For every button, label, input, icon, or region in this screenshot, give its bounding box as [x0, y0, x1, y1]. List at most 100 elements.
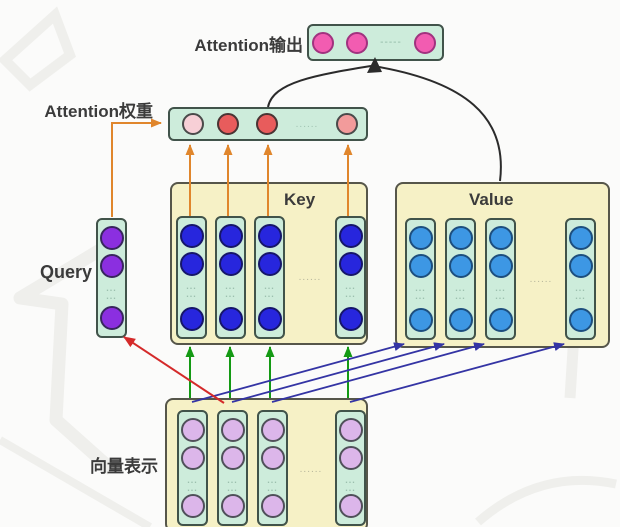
key-node — [338, 307, 363, 331]
vector-box: ...... ...... ...... ...... ...... — [165, 398, 368, 527]
vectors-node — [338, 494, 363, 518]
ellipsis-vertical: ... — [187, 483, 198, 493]
value-node — [488, 254, 513, 278]
value-label: Value — [469, 190, 514, 209]
attention-output-label: Attention输出 — [194, 36, 303, 55]
key-node — [338, 224, 363, 248]
ellipsis-vertical: ... — [225, 281, 236, 291]
ellipsis-vertical: ... — [186, 281, 197, 291]
ellipsis-vertical: ... — [227, 475, 238, 485]
value-node — [488, 308, 513, 332]
vectors-node — [260, 418, 285, 442]
ellipsis-vertical: ... — [225, 289, 236, 299]
query-column: ...... — [96, 218, 127, 338]
query-label: Query — [39, 262, 92, 282]
weight-node — [182, 113, 204, 135]
value-node — [568, 226, 593, 250]
key-node — [257, 252, 282, 276]
ellipsis-vertical: ... — [106, 291, 117, 301]
query-node — [99, 226, 124, 250]
vector-column: ...... — [177, 410, 208, 526]
vectors-node — [220, 446, 245, 470]
ellipsis-vertical: ... — [345, 281, 356, 291]
value-node — [488, 226, 513, 250]
output-node — [346, 31, 368, 54]
value-node — [568, 308, 593, 332]
vectors-node — [260, 494, 285, 518]
attention-weights-box: ...... — [168, 107, 368, 141]
key-node — [338, 252, 363, 276]
key-node — [218, 307, 243, 331]
vectors-node — [338, 418, 363, 442]
ellipsis-vertical: ... — [267, 483, 278, 493]
ellipsis: ...... — [295, 118, 319, 130]
value-node — [448, 308, 473, 332]
ellipsis: ----- — [380, 37, 402, 48]
ellipsis-vertical: ... — [345, 289, 356, 299]
value-node — [408, 308, 433, 332]
ellipsis-vertical: ... — [186, 289, 197, 299]
key-node — [218, 224, 243, 248]
key-node — [257, 224, 282, 248]
query-node — [99, 254, 124, 278]
ellipsis-vertical: ... — [495, 283, 506, 293]
key-label: Key — [284, 190, 316, 209]
vector-representation-label: 向量表示 — [90, 457, 158, 476]
value-node — [408, 226, 433, 250]
ellipsis-vertical: ... — [264, 289, 275, 299]
key-node — [179, 252, 204, 276]
vectors-node — [180, 418, 205, 442]
vectors-node — [220, 494, 245, 518]
value-column: ...... — [485, 218, 516, 340]
ellipsis-vertical: ... — [415, 283, 426, 293]
ellipsis: ...... — [529, 274, 553, 285]
ellipsis: ...... — [299, 464, 323, 475]
ellipsis-vertical: ... — [267, 475, 278, 485]
ellipsis-vertical: ... — [415, 291, 426, 301]
vectors-node — [220, 418, 245, 442]
key-column: ...... — [215, 216, 246, 339]
weight-node — [336, 113, 358, 135]
value-node — [568, 254, 593, 278]
ellipsis: ...... — [298, 272, 322, 283]
key-node — [257, 307, 282, 331]
key-node — [218, 252, 243, 276]
vectors-node — [180, 446, 205, 470]
ellipsis-vertical: ... — [495, 291, 506, 301]
vectors-node — [260, 446, 285, 470]
vector-column: ...... — [335, 410, 366, 526]
value-node — [408, 254, 433, 278]
output-node — [414, 31, 436, 54]
value-column: ...... — [565, 218, 596, 340]
ellipsis-vertical: ... — [345, 475, 356, 485]
output-node — [312, 31, 334, 54]
key-box: Key ...... ...... ...... ...... ...... — [170, 182, 368, 345]
vector-column: ...... — [217, 410, 248, 526]
ellipsis-vertical: ... — [455, 291, 466, 301]
ellipsis-vertical: ... — [187, 475, 198, 485]
vector-column: ...... — [257, 410, 288, 526]
ellipsis-vertical: ... — [227, 483, 238, 493]
query-node — [99, 306, 124, 330]
vectors-node — [338, 446, 363, 470]
key-column: ...... — [335, 216, 366, 339]
ellipsis-vertical: ... — [575, 291, 586, 301]
value-box: Value ...... ...... ...... ...... ...... — [395, 182, 610, 348]
attention-output-box: ----- — [307, 24, 444, 61]
weight-node — [217, 113, 239, 135]
weight-node — [256, 113, 278, 135]
value-column: ...... — [445, 218, 476, 340]
vectors-node — [180, 494, 205, 518]
attention-weights-label: Attention权重 — [44, 102, 153, 121]
ellipsis-vertical: ... — [264, 281, 275, 291]
value-column: ...... — [405, 218, 436, 340]
key-column: ...... — [176, 216, 207, 339]
key-node — [179, 307, 204, 331]
key-column: ...... — [254, 216, 285, 339]
ellipsis-vertical: ... — [345, 483, 356, 493]
key-node — [179, 224, 204, 248]
value-node — [448, 254, 473, 278]
ellipsis-vertical: ... — [455, 283, 466, 293]
